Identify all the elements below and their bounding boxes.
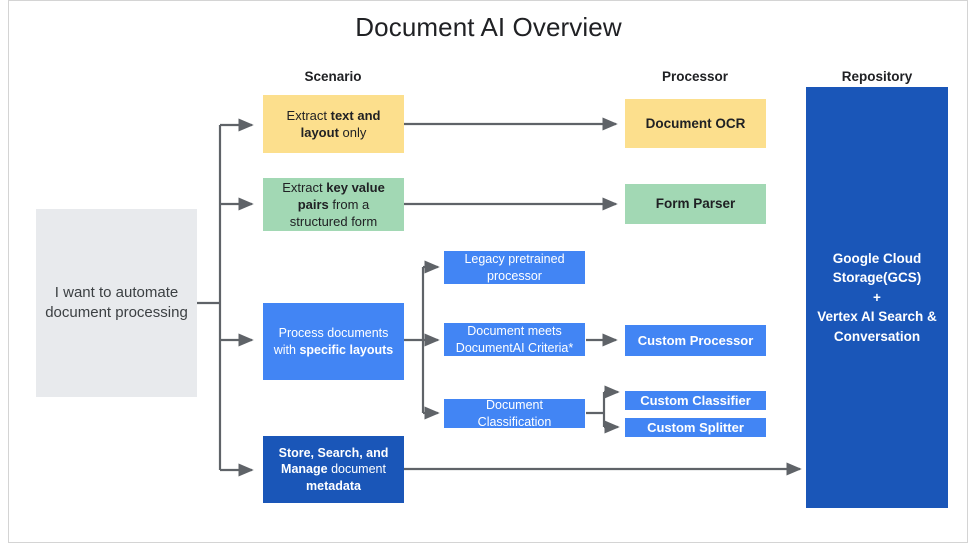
decision-node-legacy-pretrained[interactable]: Legacy pretrained processor	[444, 251, 585, 284]
decision-label-legacy-pretrained: Legacy pretrained processor	[464, 252, 565, 283]
decision-label-document-classification: Document Classification	[477, 398, 552, 429]
scenario-node-process-specific-layouts[interactable]: Process documents with specific layouts	[263, 303, 404, 380]
scenario-node-extract-key-value[interactable]: Extract key value pairs from a structure…	[263, 178, 404, 231]
scenario-node-store-search-manage[interactable]: Store, Search, and Manage document metad…	[263, 436, 404, 503]
diagram-frame	[8, 0, 968, 543]
scenario-label-extract-text-layout: Extract text and layout only	[286, 107, 381, 140]
entry-node[interactable]: I want to automate document processing	[36, 209, 197, 397]
processor-node-form-parser[interactable]: Form Parser	[625, 184, 766, 224]
repository-plus: +	[873, 289, 881, 305]
repository-line-4: Conversation	[833, 328, 921, 344]
column-header-repository: Repository	[841, 69, 913, 84]
processor-node-custom-splitter[interactable]: Custom Splitter	[625, 418, 766, 437]
repository-line-2: Storage(GCS)	[832, 270, 922, 286]
scenario-label-store-search-manage: Store, Search, and Manage document metad…	[278, 445, 389, 493]
page-title: Document AI Overview	[355, 12, 622, 42]
entry-node-label: I want to automate document processing	[45, 284, 188, 321]
processor-label-custom-splitter: Custom Splitter	[647, 419, 744, 435]
processor-node-document-ocr[interactable]: Document OCR	[625, 99, 766, 148]
repository-line-1: Google Cloud	[832, 250, 922, 266]
processor-label-document-ocr: Document OCR	[645, 115, 746, 131]
column-header-processor: Processor	[661, 69, 729, 84]
scenario-node-extract-text-layout[interactable]: Extract text and layout only	[263, 95, 404, 153]
column-header-scenario: Scenario	[304, 69, 362, 84]
decision-label-documentai-criteria: Document meets DocumentAI Criteria*	[455, 324, 574, 355]
processor-node-custom-processor[interactable]: Custom Processor	[625, 325, 766, 356]
scenario-label-process-specific-layouts: Process documents with specific layouts	[273, 326, 394, 357]
processor-label-custom-classifier: Custom Classifier	[640, 392, 751, 408]
decision-node-document-classification[interactable]: Document Classification	[444, 398, 585, 429]
scenario-label-extract-key-value: Extract key value pairs from a structure…	[282, 179, 385, 230]
decision-node-documentai-criteria[interactable]: Document meets DocumentAI Criteria*	[444, 323, 585, 356]
repository-node-gcs-vertex[interactable]: Google Cloud Storage(GCS) + Vertex AI Se…	[806, 87, 948, 508]
processor-label-custom-processor: Custom Processor	[637, 332, 754, 348]
processor-node-custom-classifier[interactable]: Custom Classifier	[625, 391, 766, 410]
repository-line-3: Vertex AI Search &	[817, 309, 937, 325]
processor-label-form-parser: Form Parser	[655, 196, 736, 212]
